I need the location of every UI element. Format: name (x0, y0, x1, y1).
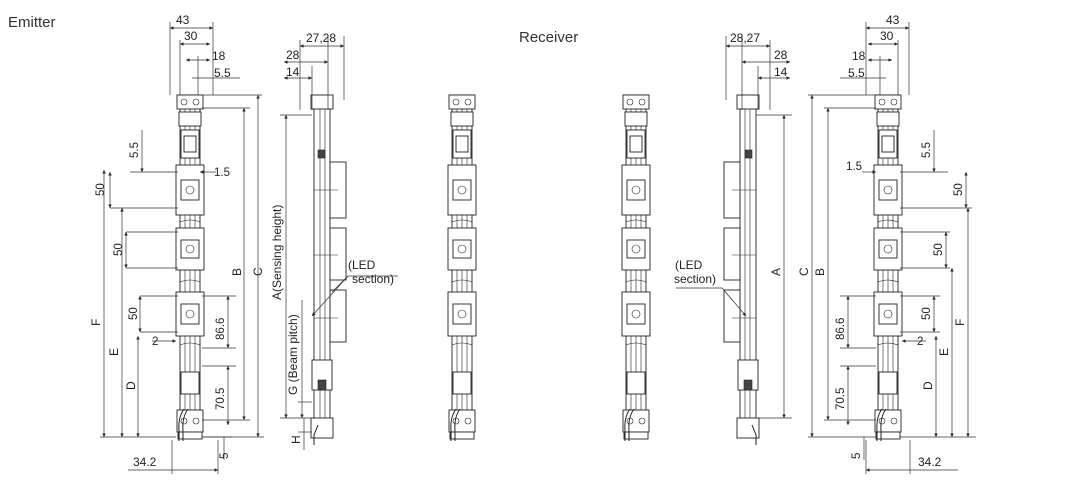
dim-A: A (769, 268, 783, 276)
dim-28-27: 28,27 (730, 31, 760, 45)
dim-50-b: 50 (933, 243, 945, 256)
dim-E: E (107, 348, 121, 356)
emitter-front-view: 43 30 18 5.5 5.5 50 1.5 50 50 2 86.6 70.… (89, 13, 265, 474)
dim-50-c: 50 (128, 307, 140, 320)
dim-50-c: 50 (921, 307, 933, 320)
emitter-side-view: 27,28 28 14 A(Sensing height) G (Beam pi… (270, 31, 398, 450)
led-section-label-1: (LED (675, 258, 703, 272)
dim-2: 2 (152, 336, 158, 348)
dim-27-28: 27,28 (306, 31, 336, 45)
dim-D: D (124, 381, 138, 390)
dim-H: H (289, 435, 303, 444)
dim-5: 5 (851, 453, 863, 459)
dim-C: C (797, 267, 811, 276)
dim-28: 28 (774, 48, 788, 62)
dim-5: 5 (219, 453, 231, 459)
dim-34-2: 34.2 (133, 455, 157, 469)
led-section-label-2: section) (352, 272, 394, 286)
dim-70-5: 70.5 (835, 388, 847, 410)
dim-A-sensing-height: A(Sensing height) (270, 205, 284, 300)
dim-14: 14 (286, 65, 300, 79)
receiver-side-view: 28,27 28 14 A (LED section) (674, 31, 792, 446)
dim-86-6: 86.6 (215, 318, 227, 340)
receiver-rear-view (621, 94, 651, 442)
dim-34-2: 34.2 (918, 455, 942, 469)
dim-70-5: 70.5 (215, 388, 227, 410)
dim-5-5-pitch: 5.5 (921, 142, 933, 158)
led-section-label-1: (LED (348, 258, 376, 272)
dim-30: 30 (184, 29, 198, 43)
led-section-label-2: section) (674, 272, 716, 286)
receiver-title: Receiver (519, 29, 578, 46)
emitter-title: Emitter (8, 14, 56, 31)
dim-D: D (921, 381, 935, 390)
dim-18: 18 (212, 49, 226, 63)
dim-50-a: 50 (95, 183, 107, 196)
receiver-front-view: 43 30 18 5.5 5.5 1.5 50 50 50 2 86.6 70.… (797, 13, 976, 474)
dim-28: 28 (286, 48, 300, 62)
dim-86-6: 86.6 (835, 318, 847, 340)
dim-30: 30 (880, 29, 894, 43)
dim-2: 2 (917, 336, 923, 348)
emitter-rear-view (447, 94, 477, 442)
dim-F: F (953, 319, 967, 326)
dim-5-5-width: 5.5 (848, 66, 865, 80)
dim-43: 43 (886, 13, 900, 27)
dim-E: E (937, 348, 951, 356)
dim-1-5: 1.5 (214, 167, 230, 179)
dim-5-5-width: 5.5 (214, 66, 231, 80)
dim-G-beam-pitch: G (Beam pitch) (286, 314, 300, 395)
dim-C: C (251, 267, 265, 276)
dim-F: F (89, 319, 103, 326)
dim-18: 18 (852, 49, 866, 63)
dim-14: 14 (774, 65, 788, 79)
dim-B: B (813, 268, 827, 276)
dim-5-5-pitch: 5.5 (129, 142, 141, 158)
dim-B: B (230, 268, 244, 276)
dim-1-5: 1.5 (846, 161, 862, 173)
dim-43: 43 (176, 13, 190, 27)
dim-50-a: 50 (953, 183, 965, 196)
dim-50-b: 50 (113, 243, 125, 256)
